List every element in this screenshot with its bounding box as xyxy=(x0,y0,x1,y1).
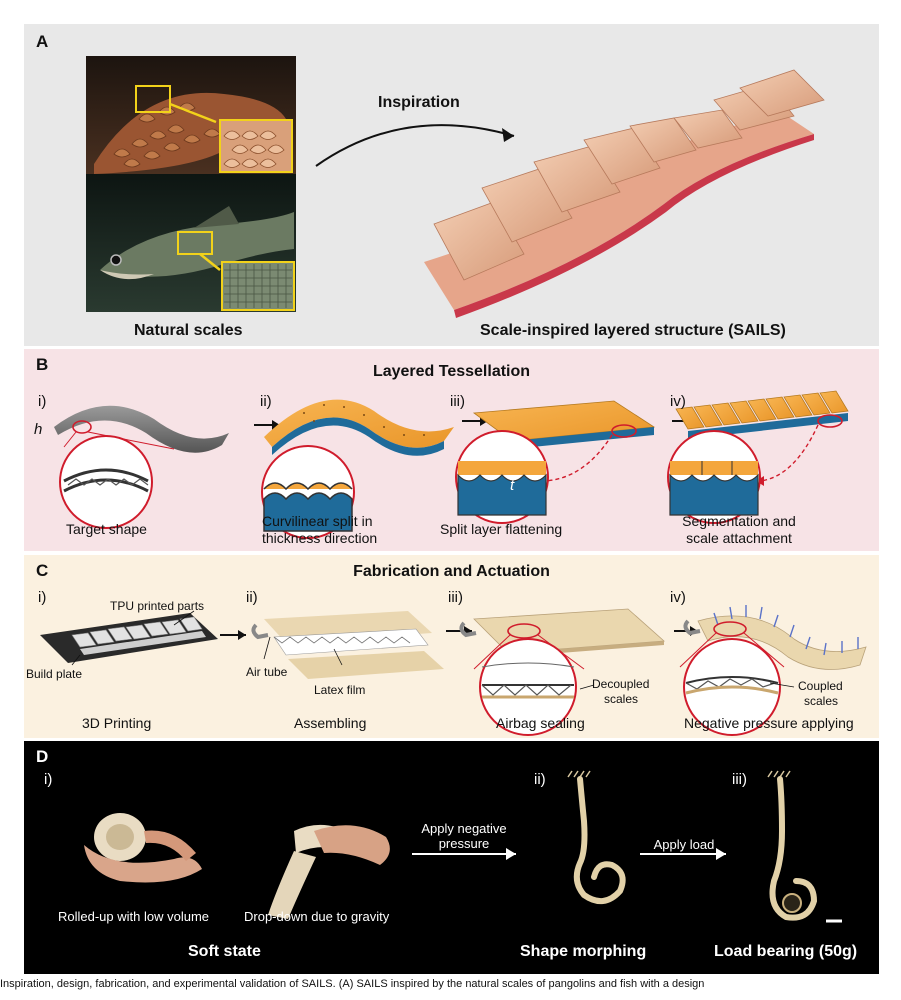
caption-airbag-sealing: Airbag sealing xyxy=(496,715,585,731)
caption-curvilinear-1: Curvilinear split in xyxy=(262,513,373,529)
panel-a-graphics xyxy=(86,56,825,318)
caption-curvilinear-2: thickness direction xyxy=(262,530,378,546)
state-soft: Soft state xyxy=(188,943,261,960)
panel-b-title: Layered Tessellation xyxy=(372,363,531,380)
caption-segmentation-1: Segmentation and xyxy=(682,513,796,529)
panel-label-b: B xyxy=(36,355,49,374)
panel-b: B Layered Tessellation xyxy=(24,349,879,551)
step-c-iv: iv) xyxy=(670,589,686,606)
natural-scales-caption: Natural scales xyxy=(134,322,243,339)
step-b-iv: iv) xyxy=(670,393,686,410)
callout-coupled-2: scales xyxy=(804,694,839,708)
step-b-ii: ii) xyxy=(260,393,272,410)
caption-negative-pressure: Negative pressure applying xyxy=(684,715,854,731)
thickness-h-symbol: h xyxy=(34,421,43,438)
figure-caption: Inspiration, design, fabrication, and ex… xyxy=(0,978,705,990)
drop-down-photo xyxy=(268,824,390,919)
panel-d: D i) ii) iii) Rol xyxy=(24,741,879,974)
panel-label-d: D xyxy=(36,747,49,766)
callout-coupled-1: Coupled xyxy=(798,679,843,693)
caption-target-shape: Target shape xyxy=(66,521,147,537)
step-d-iii: iii) xyxy=(732,771,747,788)
load-bearing-strip xyxy=(767,770,818,921)
panel-b-graphics xyxy=(54,390,849,539)
step-b-i: i) xyxy=(38,393,47,410)
step-b-iii: iii) xyxy=(450,393,465,410)
caption-drop-down: Drop-down due to gravity xyxy=(244,909,390,924)
arrow-label-negative-2: pressure xyxy=(438,836,490,851)
arrow-label-apply-load: Apply load xyxy=(653,837,715,852)
step-c-ii: ii) xyxy=(246,589,258,606)
panel-d-graphics xyxy=(84,770,842,923)
callout-air-tube: Air tube xyxy=(246,665,288,679)
callout-build-plate: Build plate xyxy=(26,667,83,681)
actuated-strip xyxy=(697,615,867,670)
thickness-t-symbol: t xyxy=(510,477,515,494)
callout-decoupled-1: Decoupled xyxy=(592,677,650,691)
caption-segmentation-2: scale attachment xyxy=(686,530,792,546)
step-d-ii: ii) xyxy=(534,771,546,788)
panel-c-graphics xyxy=(40,605,867,736)
target-shape xyxy=(54,405,229,453)
panel-label-c: C xyxy=(36,561,49,580)
callout-tpu: TPU printed parts xyxy=(110,599,205,613)
arrow-label-negative-1: Apply negative xyxy=(421,821,507,836)
step-d-i: i) xyxy=(44,771,53,788)
callout-decoupled-2: scales xyxy=(604,692,639,706)
rolled-up-photo xyxy=(84,813,202,883)
shape-morphing-strip xyxy=(567,770,626,904)
panel-c-title: Fabrication and Actuation xyxy=(353,563,550,580)
panel-c: C Fabrication and Actuation xyxy=(24,555,879,738)
callout-latex-film: Latex film xyxy=(314,683,366,697)
caption-flattening: Split layer flattening xyxy=(440,521,563,537)
inspiration-label: Inspiration xyxy=(378,94,460,111)
panel-label-a: A xyxy=(36,32,49,51)
state-load-bearing: Load bearing (50g) xyxy=(714,943,858,960)
state-shape-morphing: Shape morphing xyxy=(520,943,647,960)
sails-structure xyxy=(424,114,814,310)
panel-a: A xyxy=(24,24,879,346)
caption-3d-printing: 3D Printing xyxy=(82,715,152,731)
caption-rolled-up: Rolled-up with low volume xyxy=(58,909,210,924)
step-c-i: i) xyxy=(38,589,47,606)
split-shape xyxy=(264,399,454,448)
step-c-iii: iii) xyxy=(448,589,463,606)
caption-assembling: Assembling xyxy=(294,715,367,731)
sails-caption: Scale-inspired layered structure (SAILS) xyxy=(480,322,786,339)
